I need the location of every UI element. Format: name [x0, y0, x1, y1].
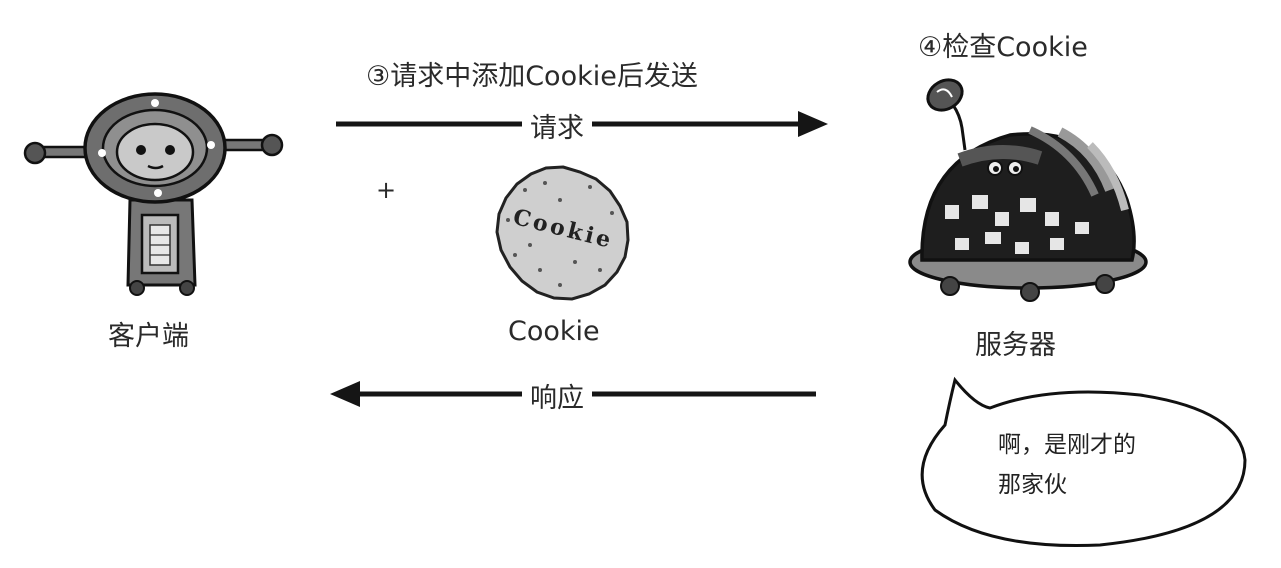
step4-label: ④检查Cookie [918, 32, 1088, 63]
response-label: 响应 [522, 376, 592, 415]
cookie-label: Cookie [508, 316, 600, 347]
speech-line-1: 啊，是刚才的 [998, 432, 1136, 458]
request-label: 请求 [522, 106, 592, 145]
step3-label: ③请求中添加Cookie后发送 [366, 61, 698, 92]
speech-text: 啊，是刚才的 那家伙 [998, 425, 1136, 505]
server-label: 服务器 [975, 330, 1056, 361]
client-label: 客户端 [108, 321, 189, 352]
plus-sign: + [376, 176, 397, 204]
speech-line-2: 那家伙 [998, 472, 1067, 498]
